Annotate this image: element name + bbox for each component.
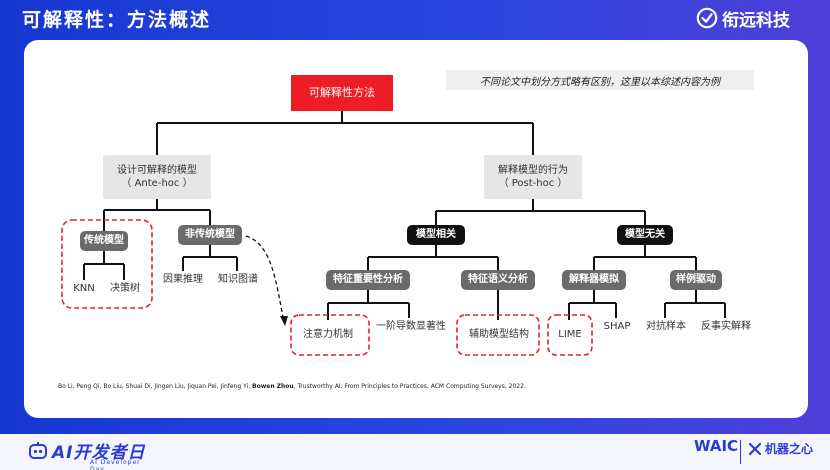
ai-developer-day-title: AI开发者日 [52,443,146,463]
node-aux-model: 辅助模型结构 [463,326,535,344]
scope-note: 不同论文中划分方式略有区别，这里以本综述内容为例 [446,70,754,90]
node-traditional: 传统模型 [80,231,128,251]
node-knn: KNN [68,280,100,298]
reference-authors: Bo Li, Peng Qi, Bo Liu, Shuai Di, Jingen… [58,383,253,390]
slide-title: 可解释性：方法概述 [22,9,212,31]
waic-logo: WAIC [694,437,738,455]
reference-citation: Bo Li, Peng Qi, Bo Liu, Shuai Di, Jingen… [58,383,526,390]
node-model-specific: 模型相关 [407,225,465,245]
brand-mark-icon [696,7,718,29]
partner-mark-icon [748,442,762,455]
partner-name: 机器之心 [765,442,814,456]
robot-head-icon [29,441,47,459]
node-root: 可解释性方法 [291,75,393,111]
node-first-order: 一阶导数显著性 [371,318,451,336]
ai-developer-day-subtitle: AI Developer Day [90,459,141,470]
node-attention: 注意力机制 [297,326,359,344]
node-lime: LIME [552,326,588,344]
node-model-agnostic: 模型无关 [617,225,673,245]
node-counterfactual: 反事实解释 [697,318,755,336]
reference-highlight-author: Bowen Zhou [252,383,294,390]
node-explainer-simulation: 解释器模拟 [562,270,626,290]
node-shap: SHAP [598,318,636,336]
node-ante-hoc: 设计可解释的模型 （ Ante-hoc ） [103,155,211,199]
reference-title: , Trustworthy AI: From Principles to Pra… [293,383,526,390]
node-non-traditional: 非传统模型 [178,225,242,245]
ai-developer-day-logo: AI开发者日 AI Developer Day [28,438,146,470]
waic-label: WAIC [694,437,739,455]
node-post-hoc: 解释模型的行为 （ Post-hoc ） [484,155,582,199]
brand-name: 衔远科技 [722,10,790,31]
node-example-driven: 样例驱动 [670,270,722,290]
node-adversarial: 对抗样本 [641,318,691,336]
node-knowledge-graph: 知识图谱 [213,271,263,289]
node-decision-tree: 决策树 [106,280,144,298]
partner-logo: 机器之心 [748,440,813,457]
node-feature-importance: 特征重要性分析 [326,270,410,290]
footer-bar [0,434,830,470]
node-causal: 因果推理 [158,271,208,289]
node-feature-semantic: 特征语义分析 [461,270,535,290]
footer-separator [740,440,741,464]
brand-logo: 衔远科技 [696,6,790,31]
